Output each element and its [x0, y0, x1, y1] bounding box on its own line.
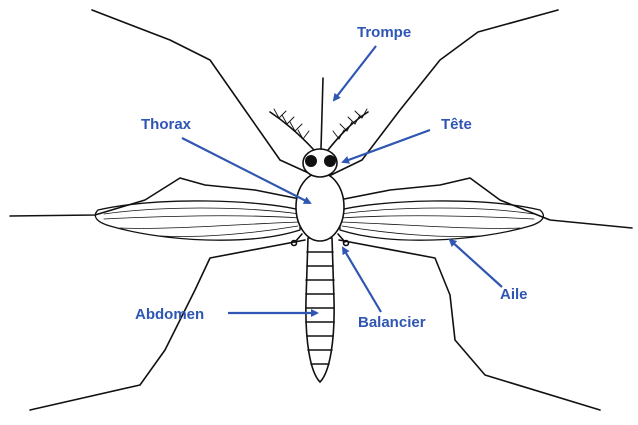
- antennae: [270, 109, 368, 150]
- arrow-thorax: [182, 138, 310, 203]
- label-thorax: Thorax: [141, 116, 191, 134]
- label-tete: Tête: [441, 116, 472, 134]
- wing-left: [95, 201, 300, 240]
- label-trompe: Trompe: [357, 24, 411, 42]
- leg-hind-left: [30, 240, 305, 410]
- leg-front-left: [92, 10, 313, 175]
- label-abdomen: Abdomen: [135, 306, 204, 324]
- label-aile: Aile: [500, 286, 528, 304]
- abdomen-body: [306, 238, 334, 382]
- arrow-balancier: [343, 248, 381, 312]
- proboscis: [321, 78, 323, 149]
- thorax-body: [296, 173, 344, 241]
- wing-right: [340, 201, 543, 240]
- label-balancier: Balancier: [358, 314, 426, 332]
- arrow-trompe: [334, 46, 376, 100]
- arrow-aile: [450, 240, 502, 287]
- arrow-tete: [343, 130, 430, 162]
